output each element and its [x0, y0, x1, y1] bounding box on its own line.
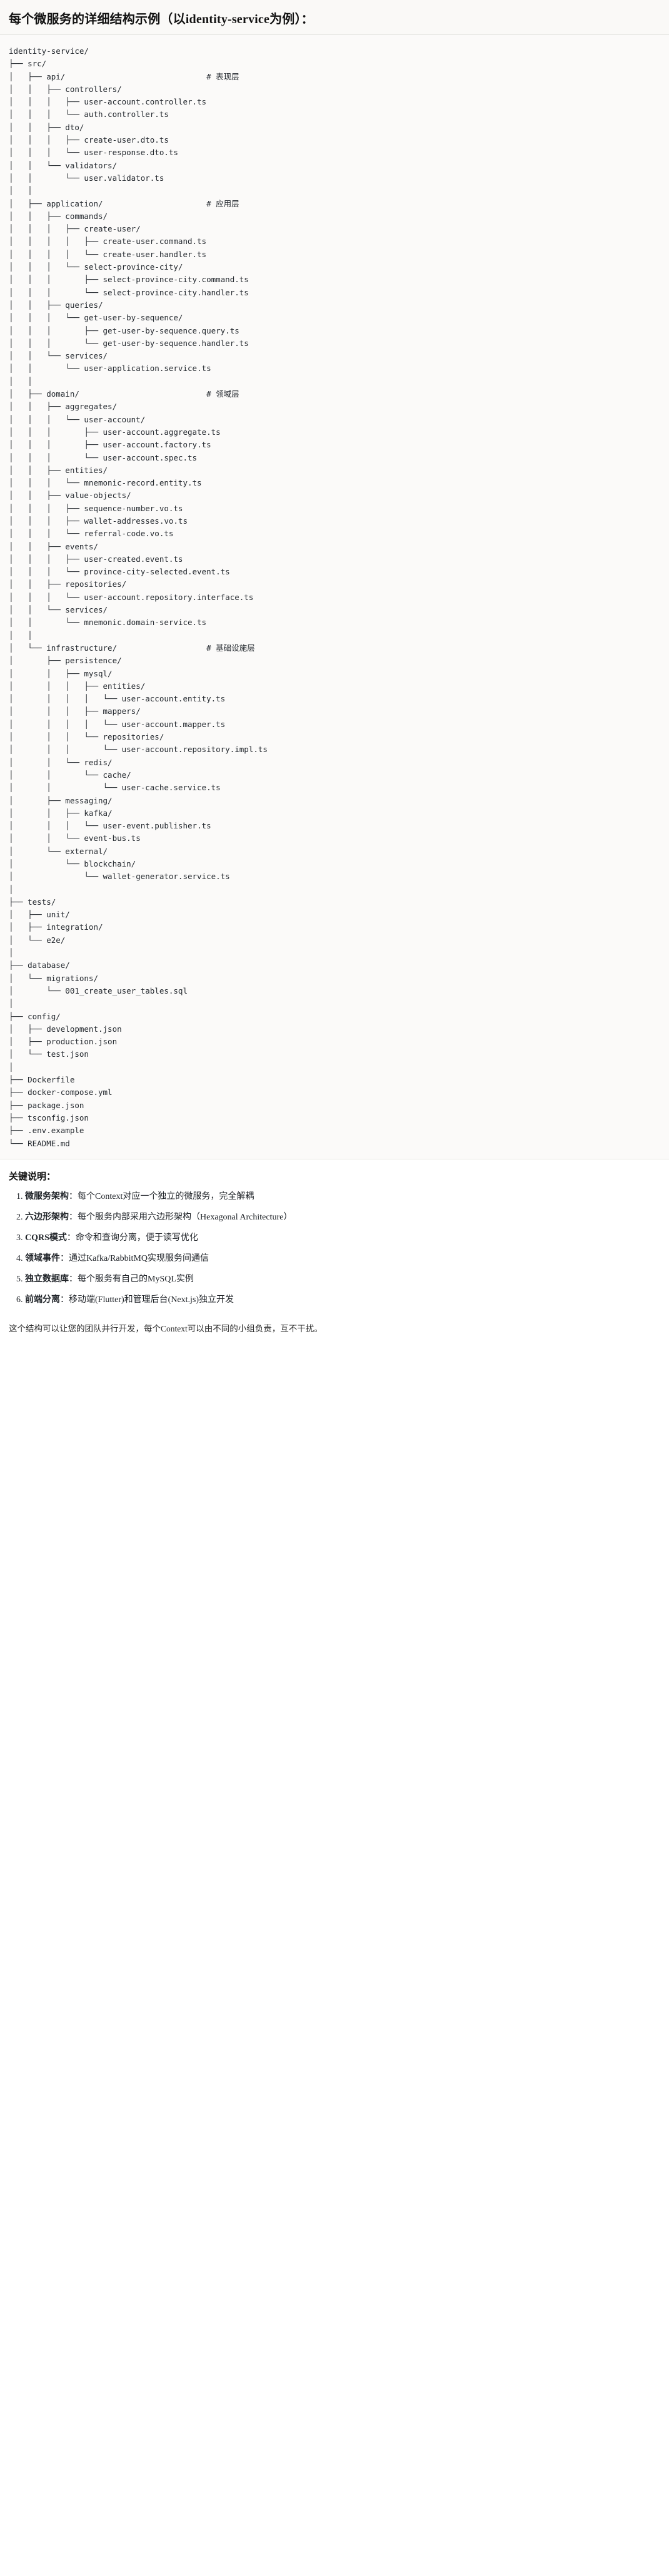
heading-section: 每个微服务的详细结构示例（以identity-service为例）：	[0, 0, 669, 35]
note-value: 移动端(Flutter)和管理后台(Next.js)独立开发	[69, 1295, 234, 1305]
note-value: 每个Context对应一个独立的微服务，完全解耦	[78, 1191, 254, 1201]
key-notes-list: 微服务架构：每个Context对应一个独立的微服务，完全解耦 六边形架构：每个服…	[9, 1190, 660, 1306]
list-item: CQRS模式：命令和查询分离，便于读写优化	[25, 1231, 660, 1245]
list-item: 前端分离：移动端(Flutter)和管理后台(Next.js)独立开发	[25, 1293, 660, 1306]
note-sep: ：	[60, 1253, 69, 1263]
note-key: 六边形架构	[25, 1212, 69, 1222]
note-key: 前端分离	[25, 1295, 60, 1305]
note-value: 每个服务内部采用六边形架构（Hexagonal Architecture）	[78, 1212, 293, 1222]
directory-tree: identity-service/ ├── src/ │ ├── api/ # …	[9, 46, 268, 1148]
list-item: 微服务架构：每个Context对应一个独立的微服务，完全解耦	[25, 1190, 660, 1203]
note-sep: ：	[69, 1274, 78, 1284]
page-title: 每个微服务的详细结构示例（以identity-service为例）：	[9, 13, 314, 26]
note-value: 通过Kafka/RabbitMQ实现服务间通信	[69, 1253, 209, 1263]
key-notes-title: 关键说明：	[9, 1171, 56, 1182]
note-sep: ：	[69, 1191, 78, 1201]
note-key: 微服务架构	[25, 1191, 69, 1201]
footer-section: 这个结构可以让您的团队并行开发，每个Context可以由不同的小组负责，互不干扰…	[0, 1317, 669, 1346]
directory-tree-block: identity-service/ ├── src/ │ ├── api/ # …	[0, 35, 669, 1159]
note-sep: ：	[69, 1212, 78, 1222]
note-key: CQRS模式	[25, 1233, 67, 1243]
note-sep: ：	[60, 1295, 69, 1305]
note-key: 独立数据库	[25, 1274, 69, 1284]
list-item: 领域事件：通过Kafka/RabbitMQ实现服务间通信	[25, 1252, 660, 1265]
note-value: 每个服务有自己的MySQL实例	[78, 1274, 194, 1284]
note-value: 命令和查询分离，便于读写优化	[75, 1233, 198, 1243]
list-item: 六边形架构：每个服务内部采用六边形架构（Hexagonal Architectu…	[25, 1211, 660, 1224]
page-root: 每个微服务的详细结构示例（以identity-service为例）： ident…	[0, 0, 669, 1345]
list-item: 独立数据库：每个服务有自己的MySQL实例	[25, 1273, 660, 1286]
note-key: 领域事件	[25, 1253, 60, 1263]
key-notes-section: 关键说明： 微服务架构：每个Context对应一个独立的微服务，完全解耦 六边形…	[0, 1159, 669, 1318]
note-sep: ：	[66, 1233, 76, 1243]
closing-paragraph: 这个结构可以让您的团队并行开发，每个Context可以由不同的小组负责，互不干扰…	[9, 1323, 323, 1333]
